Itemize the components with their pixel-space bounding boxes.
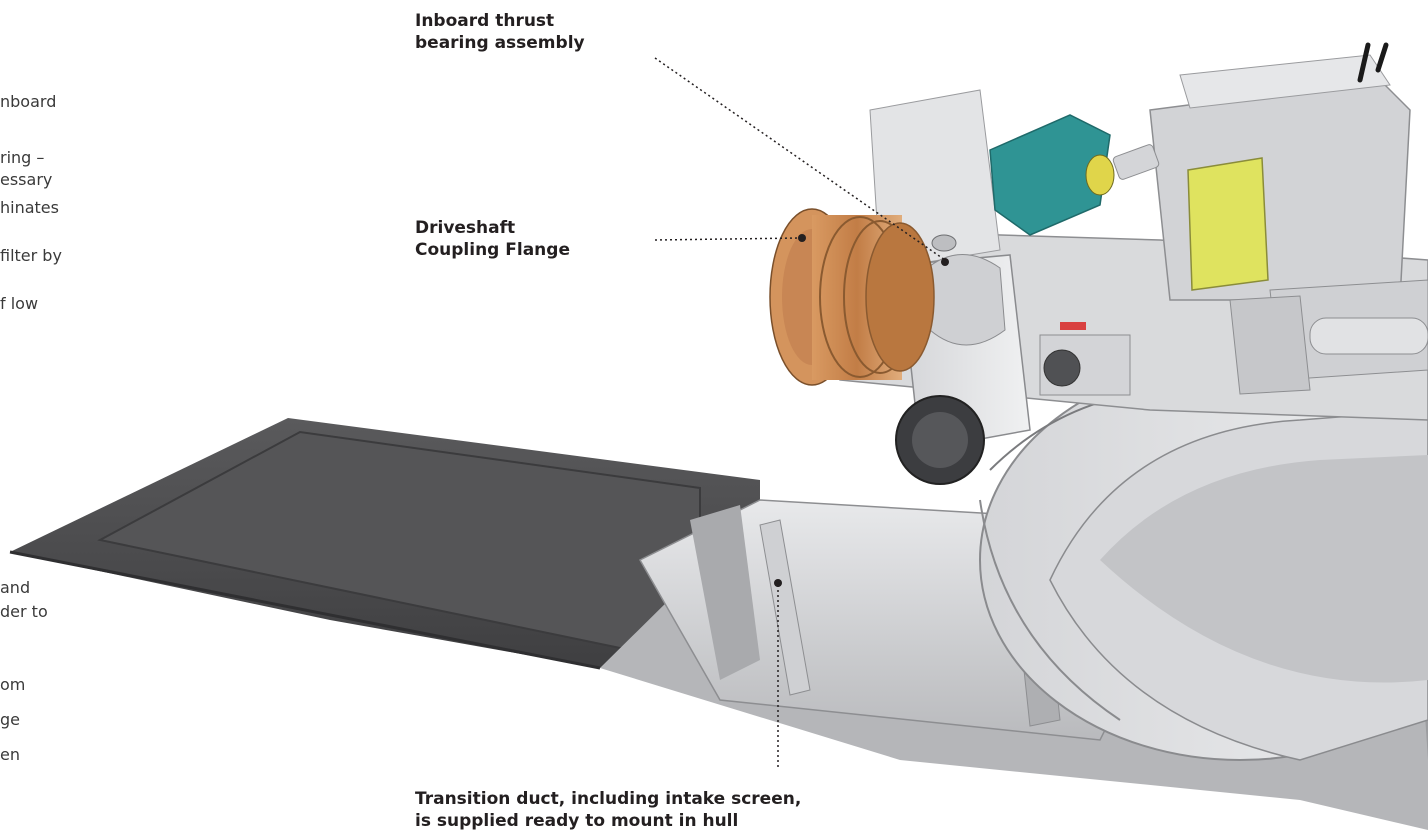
pump-housing [979,359,1428,761]
body-text-fragment: ring – [0,148,45,167]
callout-driveshaft: Driveshaft Coupling Flange [415,217,570,261]
coupling-flange [769,208,935,386]
callout-line: Driveshaft [415,218,516,238]
callout-inboard-thrust: Inboard thrust bearing assembly [415,10,585,54]
callout-transition-duct: Transition duct, including intake screen… [415,788,801,832]
leader-lines [654,57,949,770]
body-text-fragment: hinates [0,198,59,217]
body-text-fragment: nboard [0,92,57,111]
body-text-fragment: der to [0,602,48,621]
callout-line: Coupling Flange [415,240,570,260]
body-text-fragment: essary [0,170,53,189]
body-text-fragment: filter by [0,246,62,265]
hydraulic-pump [989,114,1160,236]
junction-box [1187,157,1269,291]
body-text-fragment: f low [0,294,39,313]
callout-line: is supplied ready to mount in hull [415,811,739,831]
body-text-fragment: om [0,675,26,694]
callout-line: Transition duct, including intake screen… [415,789,802,809]
leader-driveshaft [654,237,801,241]
callout-line: Inboard thrust [415,11,555,31]
body-text-fragment: and [0,578,31,597]
callout-line: bearing assembly [415,33,585,53]
hull-plate [9,418,760,670]
body-text-fragment: ge [0,710,20,729]
body-text-fragment: en [0,745,20,764]
leader-inboard-thrust [654,57,946,261]
